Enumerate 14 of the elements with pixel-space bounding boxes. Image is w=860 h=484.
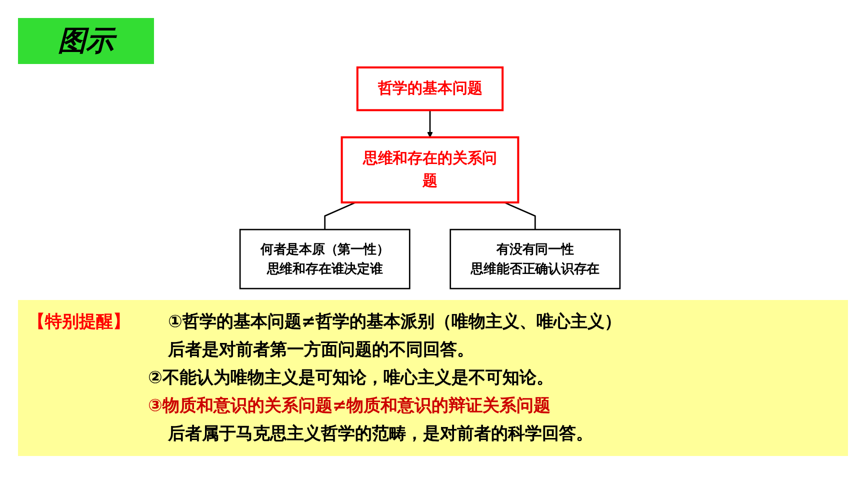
note-text: ①哲学的基本问题≠哲学的基本派别（唯物主义、唯心主义） bbox=[168, 311, 623, 334]
connector bbox=[504, 202, 536, 230]
node-box: 哲学的基本问题 bbox=[356, 66, 504, 112]
note-text: 后者属于马克思主义哲学的范畴，是对前者的科学回答。 bbox=[168, 423, 594, 446]
node-box: 有没有同一性 思维能否正确认识存在 bbox=[450, 228, 621, 290]
title-label: 图示 bbox=[18, 18, 154, 64]
note-text: 后者是对前者第一方面问题的不同回答。 bbox=[168, 339, 475, 362]
node-box: 思维和存在的关系问题 bbox=[340, 136, 520, 204]
connector bbox=[324, 202, 356, 230]
note-text: ②不能认为唯物主义是可知论，唯心主义是不可知论。 bbox=[148, 367, 554, 390]
node-box: 何者是本原（第一性） 思维和存在谁决定谁 bbox=[239, 228, 410, 290]
arrow bbox=[427, 110, 433, 138]
note-text: ③物质和意识的关系问题≠物质和意识的辩证关系问题 bbox=[148, 395, 552, 418]
note-heading: 【特别提醒】 bbox=[28, 311, 130, 334]
